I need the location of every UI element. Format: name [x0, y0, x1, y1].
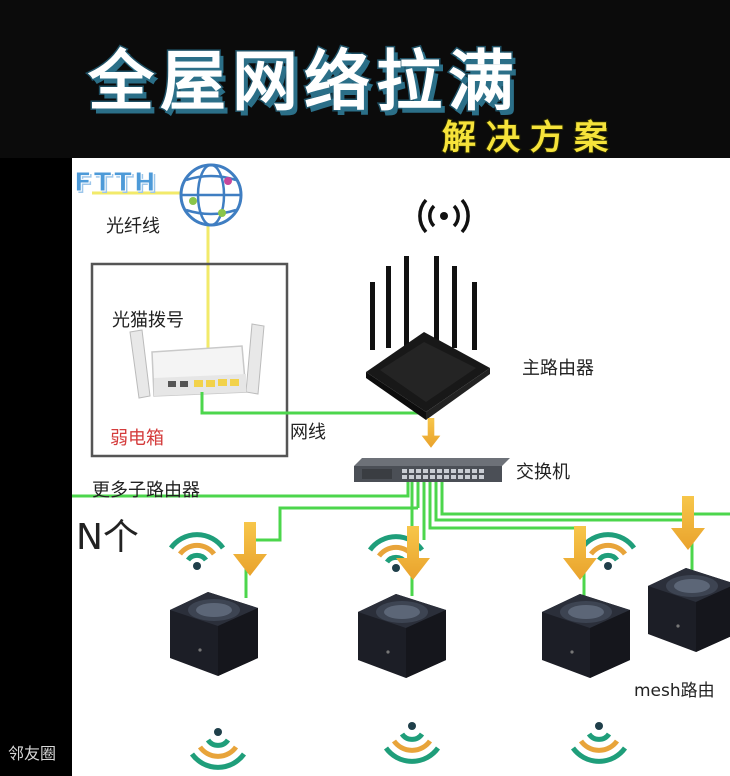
router-to-switch-arrow [421, 418, 441, 448]
optical-modem [129, 323, 265, 399]
title-banner: 全屋网络拉满 解决方案 [0, 0, 730, 159]
cable-label: 网线 [290, 422, 326, 443]
main-router [366, 256, 490, 420]
mesh-router-label: mesh路由 [634, 681, 715, 701]
weak-current-box [90, 262, 289, 458]
mesh-router-3 [542, 594, 630, 678]
wireless-signal-icon [418, 198, 470, 234]
ftth-label: FTTH [74, 168, 158, 199]
down-arrow-1 [233, 522, 267, 576]
fiber-label: 光纤线 [106, 216, 160, 237]
wifi-signal-icon-4 [192, 728, 244, 767]
mesh-router-1 [170, 592, 258, 676]
wifi-signal-icon-5 [386, 722, 438, 761]
wifi-signal-icon-6 [573, 722, 625, 761]
watermark: 邻友圈 [8, 744, 57, 763]
left-margin [0, 158, 72, 776]
more-routers-label: 更多子路由器 [92, 480, 200, 501]
network-switch [354, 458, 510, 482]
internet-globe-icon [179, 163, 243, 227]
main-router-label: 主路由器 [522, 358, 594, 379]
mesh-router-2 [358, 594, 446, 678]
down-arrow-4 [671, 496, 705, 550]
mesh-router-4 [648, 568, 730, 652]
modem-label: 光猫拨号 [112, 310, 184, 331]
wifi-signal-icon-1 [171, 535, 223, 570]
page-subtitle: 解决方案 [441, 117, 618, 159]
weak-box-label: 弱电箱 [110, 428, 164, 449]
switch-label: 交换机 [516, 462, 570, 483]
n-count-label: N个 [76, 517, 139, 558]
page-title: 全屋网络拉满 [87, 42, 520, 122]
